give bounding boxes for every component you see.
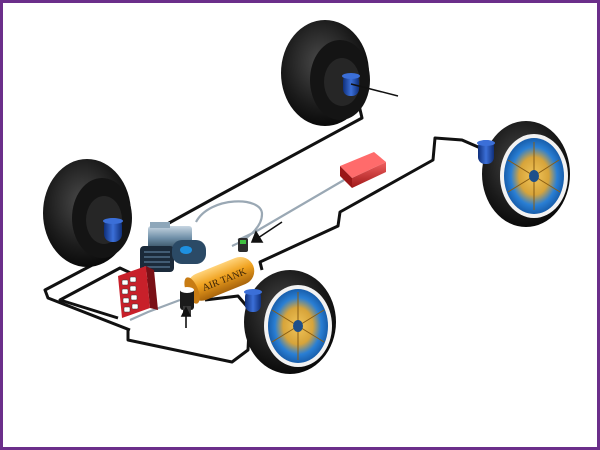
compressor-icon bbox=[140, 222, 206, 272]
air-line-front-left bbox=[126, 309, 252, 364]
gauge-icon bbox=[238, 238, 248, 252]
arrow-icon bbox=[180, 306, 192, 328]
air-line-tank-feed bbox=[204, 294, 252, 311]
pipe-compressor-loop bbox=[195, 200, 264, 248]
tire-icon bbox=[244, 270, 336, 374]
arrow-icon bbox=[250, 221, 283, 243]
pipe-ecu bbox=[237, 179, 345, 241]
tire-icon bbox=[43, 159, 132, 267]
air-spring-icon bbox=[477, 140, 495, 164]
air-spring-icon bbox=[244, 289, 262, 312]
pipe-tank bbox=[129, 298, 181, 322]
tire-icon bbox=[482, 121, 570, 227]
air-suspension-diagram: AIR TANK bbox=[43, 20, 570, 374]
tire-icon bbox=[281, 20, 370, 126]
air-spring-icon bbox=[103, 218, 123, 242]
air-line-front-right bbox=[258, 136, 486, 271]
valve-block-icon bbox=[118, 266, 158, 318]
ecu-module-icon bbox=[340, 152, 386, 188]
air-spring-icon bbox=[342, 73, 399, 97]
